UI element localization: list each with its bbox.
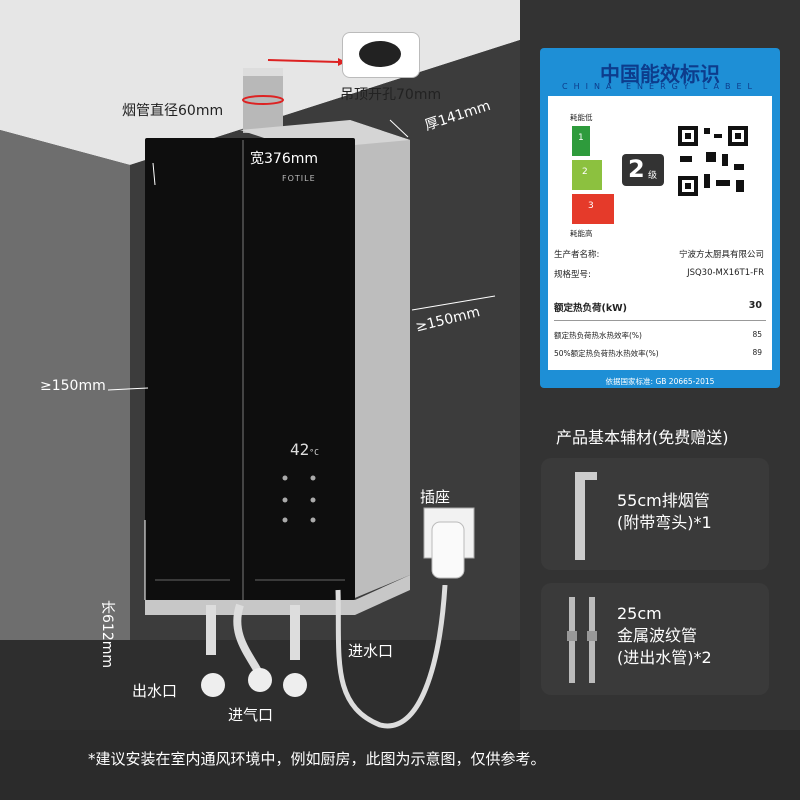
temp-display: 42°C [290,440,319,459]
energy-lower-panel: 额定热负荷(kW) 30 额定热负荷热水热效率(%) 85 50%额定热负荷热水… [548,288,772,370]
grade-bars [572,126,614,224]
high-consumption-label: 耗能高 [570,229,593,238]
eff1-key: 额定热负荷热水热效率(%) [554,331,642,340]
temp-unit: °C [309,448,319,457]
water-out-label: 出水口 [132,682,178,700]
width-label: 宽376mm [250,151,318,167]
grade-number: 2 [628,155,645,183]
footnote: *建议安装在室内通风环境中，例如厨房，此图为示意图，仅供参考。 [88,750,546,768]
energy-standard: 依据国家标准: GB 20665-2015 [605,377,715,386]
accessories-heading: 产品基本辅材(免费赠送) [556,428,729,447]
eff1-value: 85 [752,330,762,339]
socket-plug [423,507,475,579]
level-3-text: 3 [588,201,594,211]
manufacturer-key: 生产者名称: [554,250,600,260]
energy-subtitle: CHINA ENERGY LABEL [562,82,758,91]
flue-line-1: 55cm排烟管 [617,491,710,510]
qr-code [676,124,750,198]
water-gas-pipes [201,585,448,729]
metal-hose-icon [567,597,597,683]
hose-line-2: 金属波纹管 [617,626,698,645]
ceiling-hole-graphic [342,32,420,78]
grade-badge: 2 级 [622,154,664,186]
ceiling-hole-label: 吊顶开孔70mm [340,87,442,103]
eff2-value: 89 [752,348,762,357]
rated-load-value: 30 [748,300,762,311]
hose-line-3: (进出水管)*2 [617,648,712,667]
low-consumption-label: 耗能低 [570,113,593,122]
flue-pipe-icon [575,472,597,560]
eff2-key: 50%额定热负荷热水热效率(%) [554,349,659,358]
rated-load-key: 额定热负荷(kW) [554,303,627,314]
brand-logo: FOTILE [282,174,316,183]
grade-bar-2 [572,160,602,190]
level-2-text: 2 [582,167,588,177]
clearance-left-label: ≥150mm [40,378,106,394]
level-1-text: 1 [578,133,584,143]
model-value: JSQ30-MX16T1-FR [687,268,764,278]
dimension-lines [107,58,496,600]
water-in-label: 进水口 [348,642,394,660]
flue-line-2: (附带弯头)*1 [617,513,712,532]
grade-bar-1 [572,126,590,156]
hose-line-1: 25cm [617,604,662,623]
energy-label: 中国能效标识 CHINA ENERGY LABEL 耗能低 1 2 3 耗能高 … [540,48,780,388]
ceiling-hole-icon [359,41,401,67]
socket-label: 插座 [420,488,451,506]
grade-bar-3 [572,194,614,224]
accessory-card-flue: 55cm排烟管 (附带弯头)*1 [541,458,769,570]
pipe-diameter-label: 烟管直径60mm [122,103,224,119]
manufacturer-value: 宁波方太厨具有限公司 [678,250,764,260]
grade-suffix: 级 [648,171,658,181]
height-label: 长612mm [99,600,115,668]
energy-divider [554,320,766,321]
accessory-card-hose: 25cm 金属波纹管 (进出水管)*2 [541,583,769,695]
gas-in-label: 进气口 [228,706,274,724]
energy-title: 中国能效标识 [600,62,720,86]
model-key: 规格型号: [554,270,591,280]
temp-value: 42 [290,440,310,459]
